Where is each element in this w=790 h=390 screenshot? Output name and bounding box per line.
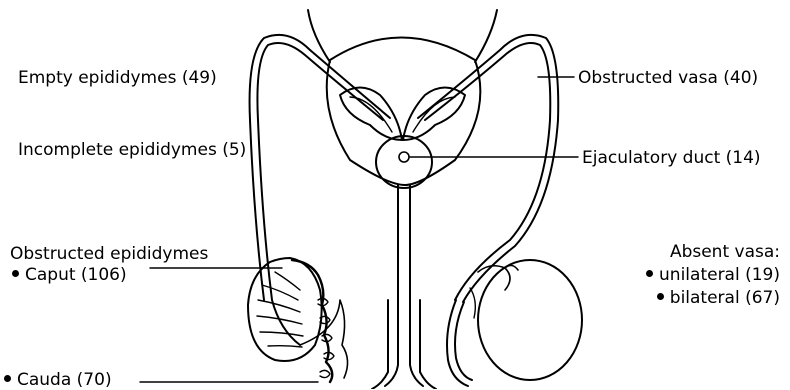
left-epididymis	[292, 260, 332, 382]
bullet-icon	[4, 375, 11, 382]
label-cauda-text: Cauda (70)	[17, 370, 112, 390]
label-unilateral-text: unilateral (19)	[659, 265, 780, 285]
label-obstructed-vasa: Obstructed vasa (40)	[578, 68, 758, 88]
right-vas-deferens-inner	[418, 35, 558, 302]
left-seminal-vesicle	[340, 88, 402, 141]
label-empty-epididymes: Empty epididymes (49)	[18, 68, 217, 88]
urethra-right-wall	[410, 185, 423, 386]
label-cauda: Cauda (70)	[4, 370, 112, 390]
ejaculatory-duct-point	[399, 152, 409, 162]
right-testis	[478, 260, 582, 380]
label-caput-text: Caput (106)	[25, 265, 127, 285]
label-bilateral-text: bilateral (67)	[670, 288, 780, 308]
right-cord-stub	[470, 288, 475, 318]
label-caput: Caput (106)	[12, 265, 127, 285]
label-incomplete-epididymes: Incomplete epididymes (5)	[18, 140, 246, 160]
urethra-left-wall	[385, 185, 398, 386]
right-vas-deferens-outer	[425, 43, 550, 300]
label-unilateral: unilateral (19)	[646, 265, 780, 285]
penile-outline-left	[372, 300, 388, 389]
bullet-icon	[12, 270, 19, 277]
left-ureter	[308, 10, 330, 62]
right-epididymis-remnant	[478, 265, 518, 290]
left-testis-lobules	[257, 272, 303, 347]
label-bilateral: bilateral (67)	[657, 288, 780, 308]
right-cord-outline-inner	[455, 302, 472, 380]
left-vas-deferens-inner	[250, 35, 390, 300]
bullet-icon	[646, 270, 653, 277]
label-obstructed-epididymes: Obstructed epididymes	[10, 244, 208, 264]
label-ejaculatory-duct: Ejaculatory duct (14)	[582, 148, 761, 168]
penile-outline-right	[420, 300, 436, 389]
label-absent-vasa: Absent vasa:	[670, 242, 780, 262]
right-cord-outline-outer	[447, 300, 468, 386]
bullet-icon	[657, 293, 664, 300]
